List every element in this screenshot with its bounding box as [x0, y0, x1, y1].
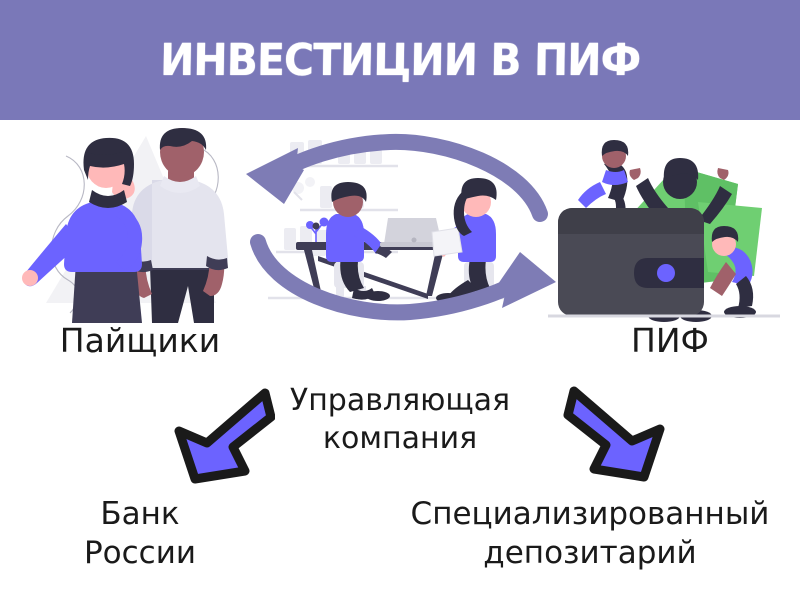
cycle-arrow-to-fund	[250, 234, 556, 321]
label-depository: Специализированный депозитарий	[410, 496, 770, 571]
label-investors: Пайщики	[59, 321, 221, 360]
wallet-with-money-illustration	[548, 140, 780, 330]
label-central-bank: Банк России	[83, 496, 197, 571]
cycle-arrows-group	[240, 132, 560, 322]
arrow-to-central-bank	[165, 385, 275, 485]
cycle-arrow-to-investors	[246, 133, 548, 222]
two-people-illustration	[18, 128, 258, 323]
label-management-company: Управляющая компания	[289, 383, 511, 456]
label-fund: ПИФ	[631, 321, 709, 360]
arrow-to-depository	[562, 383, 672, 488]
page-title: ИНВЕСТИЦИИ В ПИФ	[159, 34, 641, 86]
header-band: ИНВЕСТИЦИИ В ПИФ	[0, 0, 800, 120]
